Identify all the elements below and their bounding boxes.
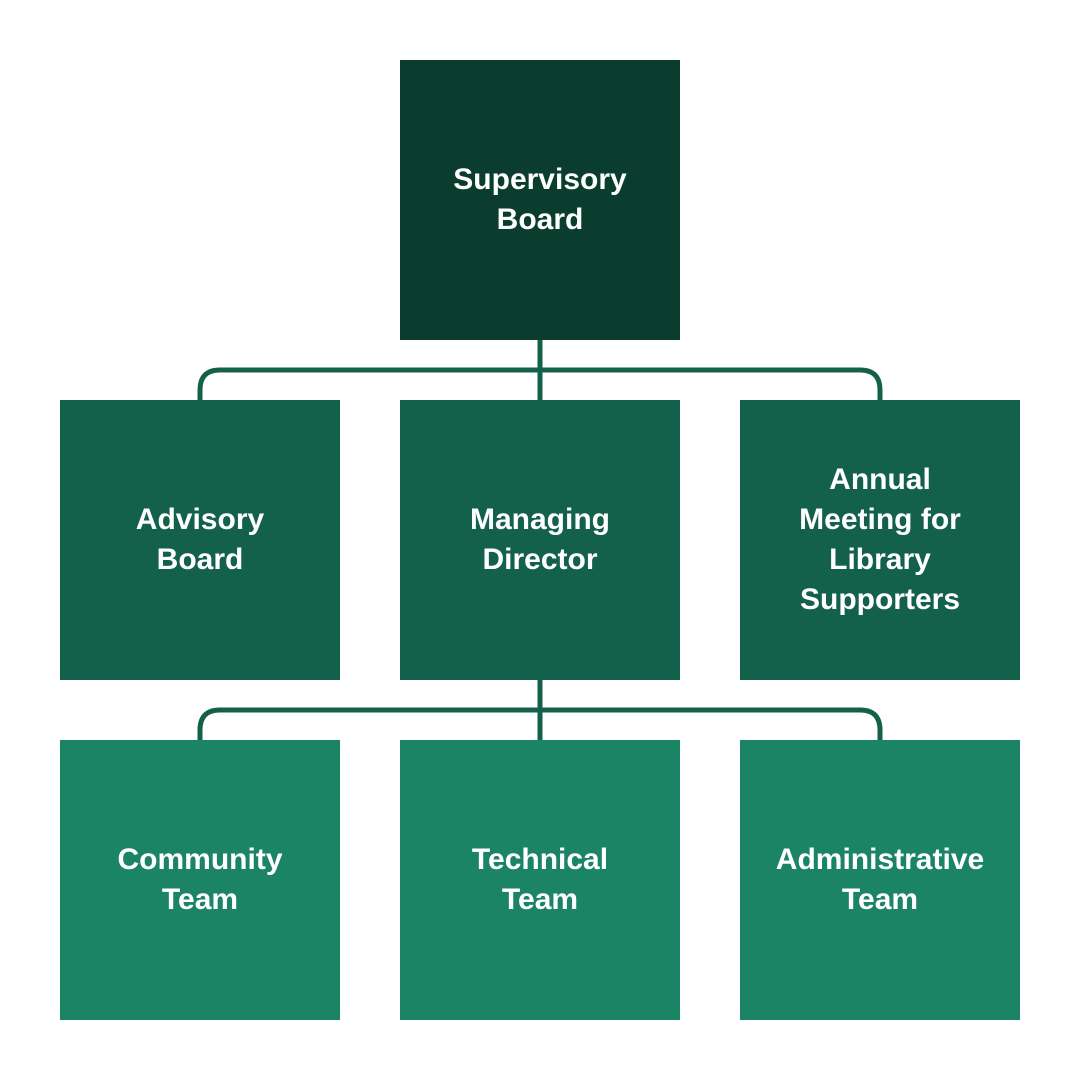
node-label: Community Team [117, 843, 283, 916]
node-label: Supervisory Board [453, 163, 627, 236]
node-community-team: Community Team [60, 740, 340, 1020]
connector-director-to-teams [197, 680, 883, 740]
node-label: Technical Team [471, 843, 609, 916]
node-supervisory-board: Supervisory Board [400, 60, 680, 340]
node-administrative-team: Administrative Team [740, 740, 1020, 1020]
node-label: Annual Meeting for Library Supporters [799, 463, 961, 616]
node-annual-meeting: Annual Meeting for Library Supporters [740, 400, 1020, 680]
node-technical-team: Technical Team [400, 740, 680, 1020]
node-label: Administrative Team [775, 843, 985, 916]
node-label: Advisory Board [135, 503, 265, 576]
node-managing-director: Managing Director [400, 400, 680, 680]
connector-supervisory-to-level1 [197, 340, 883, 400]
node-advisory-board: Advisory Board [60, 400, 340, 680]
node-label: Managing Director [470, 503, 610, 576]
